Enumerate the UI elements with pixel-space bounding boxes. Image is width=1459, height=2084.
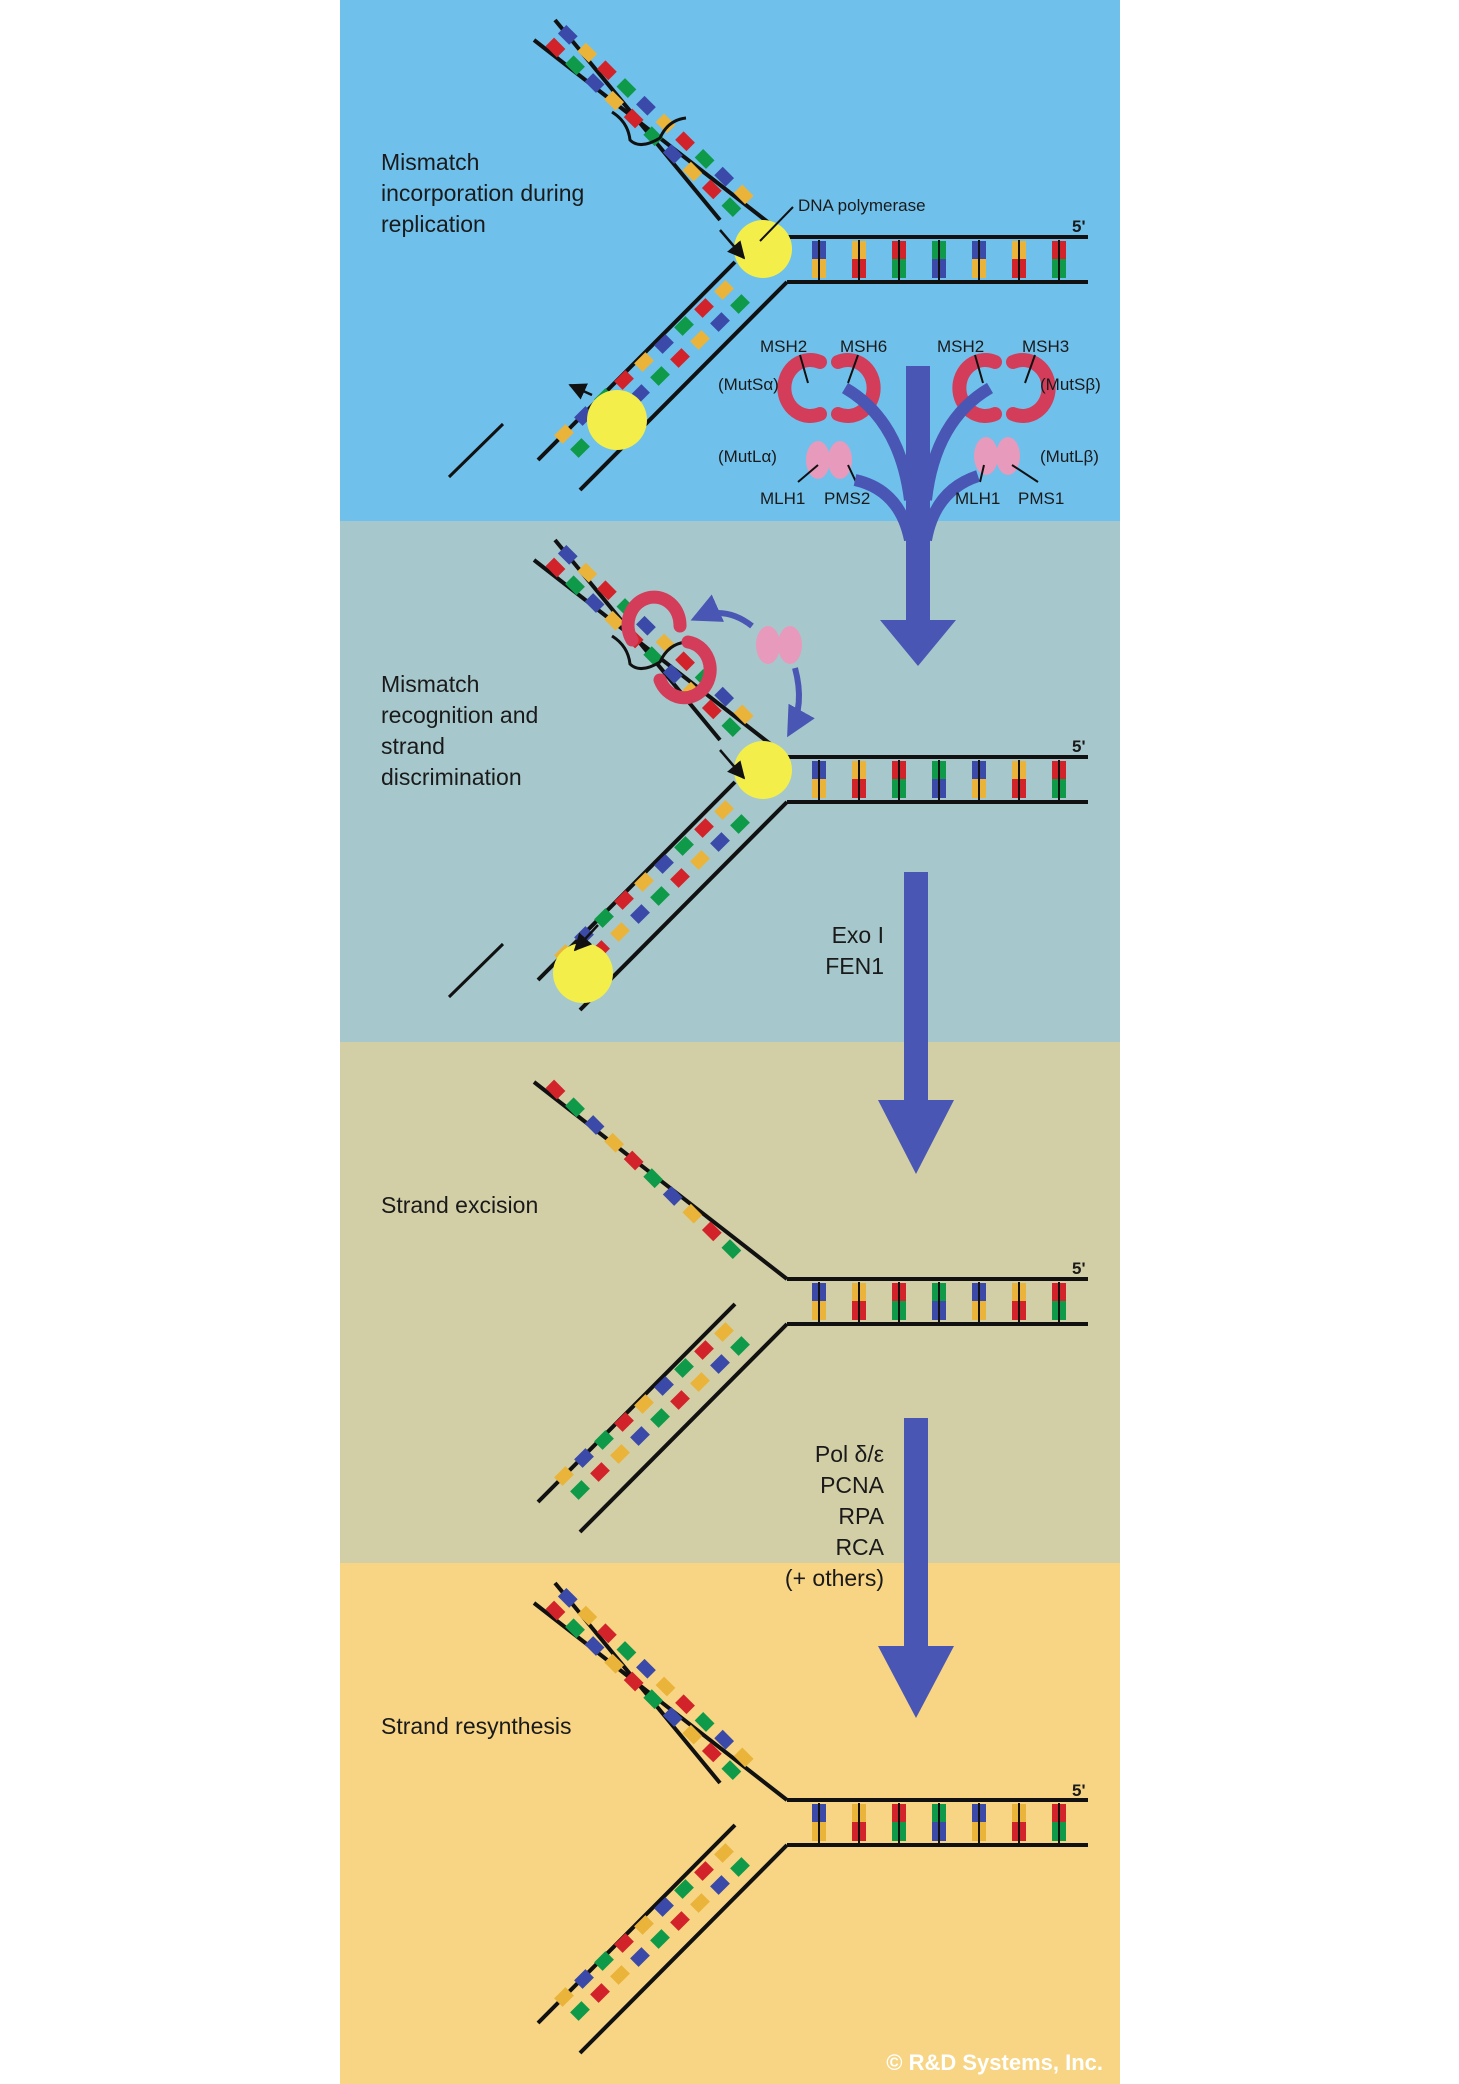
stage-label-excision: Strand excision [381,1192,538,1218]
dna-polymerase-leading [734,220,792,278]
muts-beta-complex [952,353,1056,423]
five-prime-label-3: 5' [1072,1259,1086,1278]
dna-polymerase-lagging-2 [553,943,613,1003]
step-3-enzyme-label: (+ others) [785,1565,884,1591]
stage-label-replication: incorporation during [381,180,584,206]
stage-label-resynthesis: Strand resynthesis [381,1713,571,1739]
msh2-label-b: MSH2 [937,337,984,356]
mutl-to-muts-arrow [690,594,754,629]
muts-on-mismatch [621,590,717,705]
step-2-enzymes: Exo I FEN1 [825,922,884,979]
stage-label-recognition: strand [381,733,445,759]
copyright: © R&D Systems, Inc. [886,2050,1103,2075]
pms1-label: PMS1 [1018,489,1064,508]
step-3-enzyme-label: RPA [838,1503,884,1529]
muts-alpha-complex [777,353,881,423]
replication-fork [532,1581,1088,2055]
synthesis-arrow-2 [568,383,593,400]
synthesis-arrow-3 [719,749,746,780]
mlh1-label-b: MLH1 [955,489,1000,508]
mutl-moving [756,626,802,664]
stage-label-replication: replication [381,211,486,237]
step-3-enzyme-label: PCNA [820,1472,885,1498]
step-3-enzyme-label: RCA [835,1534,884,1560]
mismatch-bulge-2 [611,634,687,670]
mutsb-label: (MutSβ) [1040,375,1101,394]
polymerase-label: DNA polymerase [798,196,926,215]
five-prime-label-2: 5' [1072,737,1086,756]
mutla-label: (MutLα) [718,447,777,466]
replication-fork [532,1079,1088,1534]
synthesis-arrow-4 [573,924,599,952]
mutl-to-polymerase-arrow [787,667,815,738]
okazaki-fragment-2 [447,942,505,999]
mismatch-bulge [611,110,687,146]
stage-label-recognition: recognition and [381,702,538,728]
stage-label-replication: Mismatch [381,149,479,175]
dna-polymerase-leading-2 [734,741,792,799]
msh3-label: MSH3 [1022,337,1069,356]
stage-label-recognition: Mismatch [381,671,479,697]
polymerase-pointer [759,206,794,242]
step-arrow-2 [878,872,954,1174]
panel-excision [340,1042,1120,1563]
synthesis-arrow-1 [719,229,746,260]
mlh1-label-a: MLH1 [760,489,805,508]
mutlb-label: (MutLβ) [1040,447,1099,466]
five-prime-label-4: 5' [1072,1781,1086,1800]
step-arrow-1 [841,366,994,666]
step-2-enzyme-label: FEN1 [825,953,884,979]
stage-label-recognition: discrimination [381,764,522,790]
step-3-enzyme-label: Pol δ/ε [815,1441,884,1467]
panel-resynthesis [340,1563,1120,2084]
step-2-enzyme-label: Exo I [832,922,884,948]
panel-replication [340,0,1120,521]
okazaki-fragment [447,422,505,479]
msh6-label: MSH6 [840,337,887,356]
msh2-label-a: MSH2 [760,337,807,356]
replication-fork [532,538,1088,1012]
dna-forks [532,18,1088,2055]
panel-recognition [340,521,1120,1042]
pms2-label: PMS2 [824,489,870,508]
step-arrow-3 [878,1418,954,1718]
dna-polymerase-lagging [587,390,647,450]
five-prime-label-1: 5' [1072,217,1086,236]
mutsa-label: (MutSα) [718,375,779,394]
complex-pointers [797,354,1039,483]
